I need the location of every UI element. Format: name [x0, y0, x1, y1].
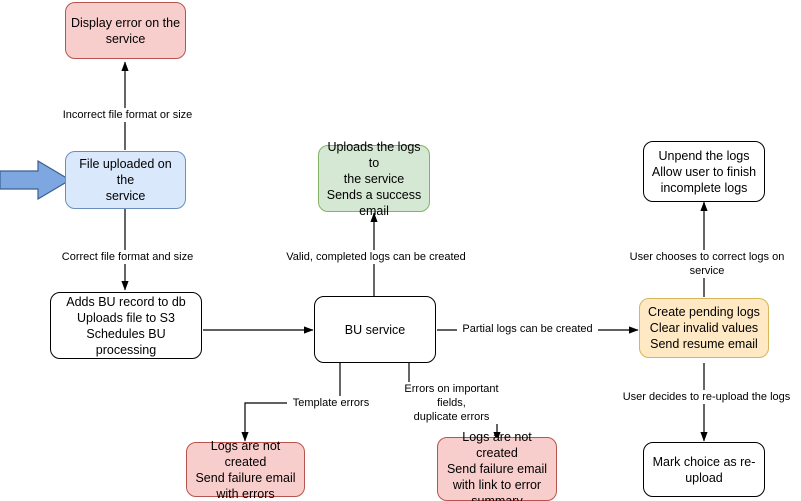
- node-bu-service[interactable]: BU service: [314, 296, 436, 363]
- node-adds-bu-record[interactable]: Adds BU record to db Uploads file to S3 …: [50, 292, 202, 359]
- edge-label-partial-logs: Partial logs can be created: [457, 322, 598, 336]
- edge-label-user-reupload: User decides to re-upload the logs: [617, 390, 796, 404]
- node-create-pending-logs[interactable]: Create pending logs Clear invalid values…: [639, 298, 769, 358]
- node-logs-not-created-summary[interactable]: Logs are not created Send failure email …: [437, 430, 557, 501]
- incoming-flow-arrow: [0, 160, 72, 200]
- node-unpend-the-logs[interactable]: Unpend the logs Allow user to finish inc…: [643, 141, 765, 202]
- edge-label-user-corrects-logs: User chooses to correct logs on service: [609, 250, 801, 278]
- edge-label-valid-completed: Valid, completed logs can be created: [281, 250, 471, 264]
- node-display-error[interactable]: Display error on the service: [65, 2, 186, 59]
- edge-label-template-errors: Template errors: [287, 396, 375, 410]
- node-uploads-logs-success[interactable]: Uploads the logs to the service Sends a …: [318, 140, 430, 218]
- node-file-uploaded[interactable]: File uploaded on the service: [65, 151, 186, 209]
- edge-label-incorrect-format: Incorrect file format or size: [57, 108, 198, 122]
- edge-label-correct-format: Correct file format and size: [56, 250, 199, 264]
- edge-label-errors-important-fields: Errors on important fields, duplicate er…: [392, 382, 511, 424]
- node-logs-not-created-errors[interactable]: Logs are not created Send failure email …: [186, 439, 305, 501]
- node-mark-choice-reupload[interactable]: Mark choice as re- upload: [643, 442, 765, 497]
